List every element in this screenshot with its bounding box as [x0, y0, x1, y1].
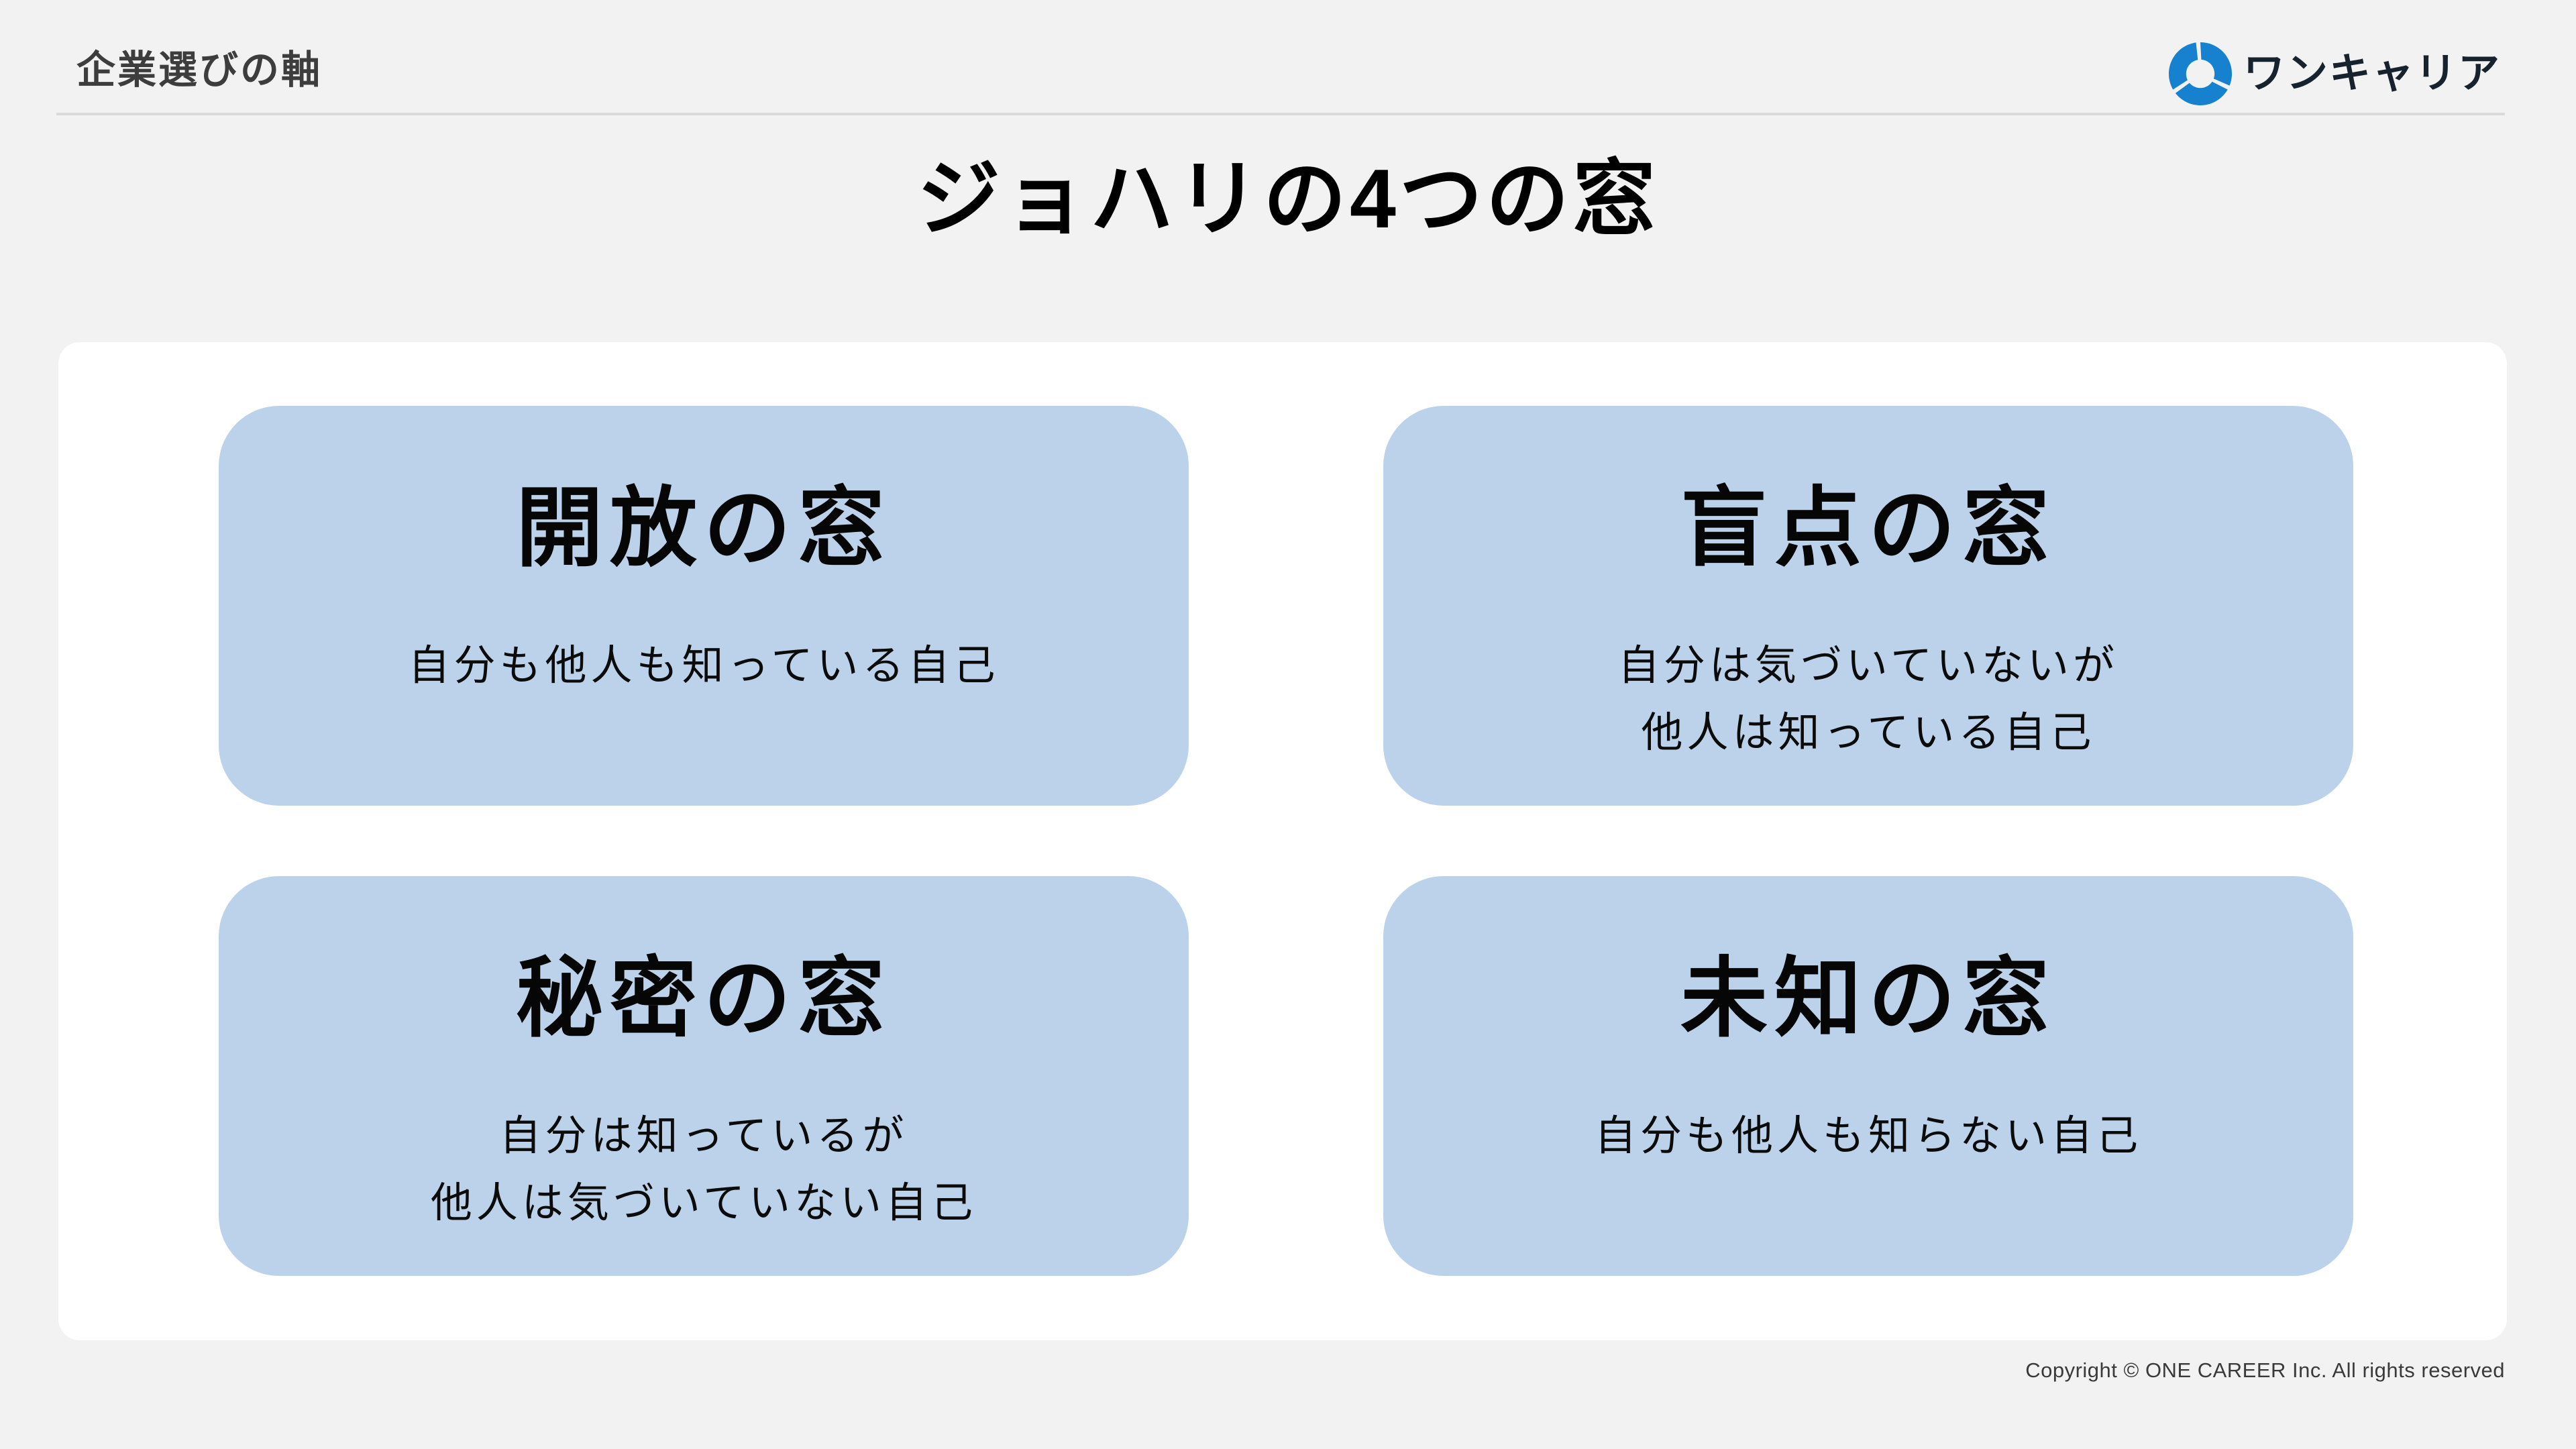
johari-card-blind: 盲点の窓 自分は気づいていないが 他人は知っている自己: [1383, 406, 2353, 806]
page-title: 企業選びの軸: [76, 48, 323, 92]
slide-title: ジョハリの4つの窓: [917, 153, 1659, 246]
card-description: 自分は知っているが 他人は気づいていない自己: [431, 1103, 977, 1236]
card-description-line: 自分も他人も知っている自己: [408, 643, 1000, 690]
card-title: 盲点の窓: [1680, 479, 2056, 577]
johari-card-hidden: 秘密の窓 自分は知っているが 他人は気づいていない自己: [219, 876, 1189, 1276]
one-career-swirl-icon: [2169, 42, 2233, 106]
johari-panel: 開放の窓 自分も他人も知っている自己 盲点の窓 自分は気づいていないが 他人は知…: [58, 342, 2507, 1340]
johari-card-open: 開放の窓 自分も他人も知っている自己: [219, 406, 1189, 806]
copyright-notice: Copyright © ONE CAREER Inc. All rights r…: [2025, 1358, 2505, 1382]
card-description: 自分は気づいていないが 他人は知っている自己: [1618, 633, 2118, 765]
card-description-line: 自分も他人も知らない自己: [1594, 1113, 2142, 1160]
card-description-line: 自分は知っているが: [499, 1113, 908, 1160]
brand-logo: ワンキャリア: [2168, 42, 2501, 106]
brand-logo-text: ワンキャリア: [2243, 50, 2501, 97]
johari-card-unknown: 未知の窓 自分も他人も知らない自己: [1383, 876, 2353, 1276]
card-description-line: 他人は気づいていない自己: [430, 1179, 977, 1226]
card-description: 自分も他人も知らない自己: [1595, 1103, 2142, 1169]
johari-card-grid: 開放の窓 自分も他人も知っている自己 盲点の窓 自分は気づいていないが 他人は知…: [219, 406, 2353, 1276]
card-title: 秘密の窓: [515, 949, 892, 1047]
card-description-line: 他人は知っている自己: [1641, 709, 2096, 756]
card-description-line: 自分は気づいていないが: [1617, 643, 2119, 690]
header-divider: [56, 113, 2505, 115]
card-title: 未知の窓: [1680, 949, 2056, 1047]
card-title: 開放の窓: [515, 479, 892, 577]
card-description: 自分も他人も知っている自己: [409, 633, 1000, 699]
